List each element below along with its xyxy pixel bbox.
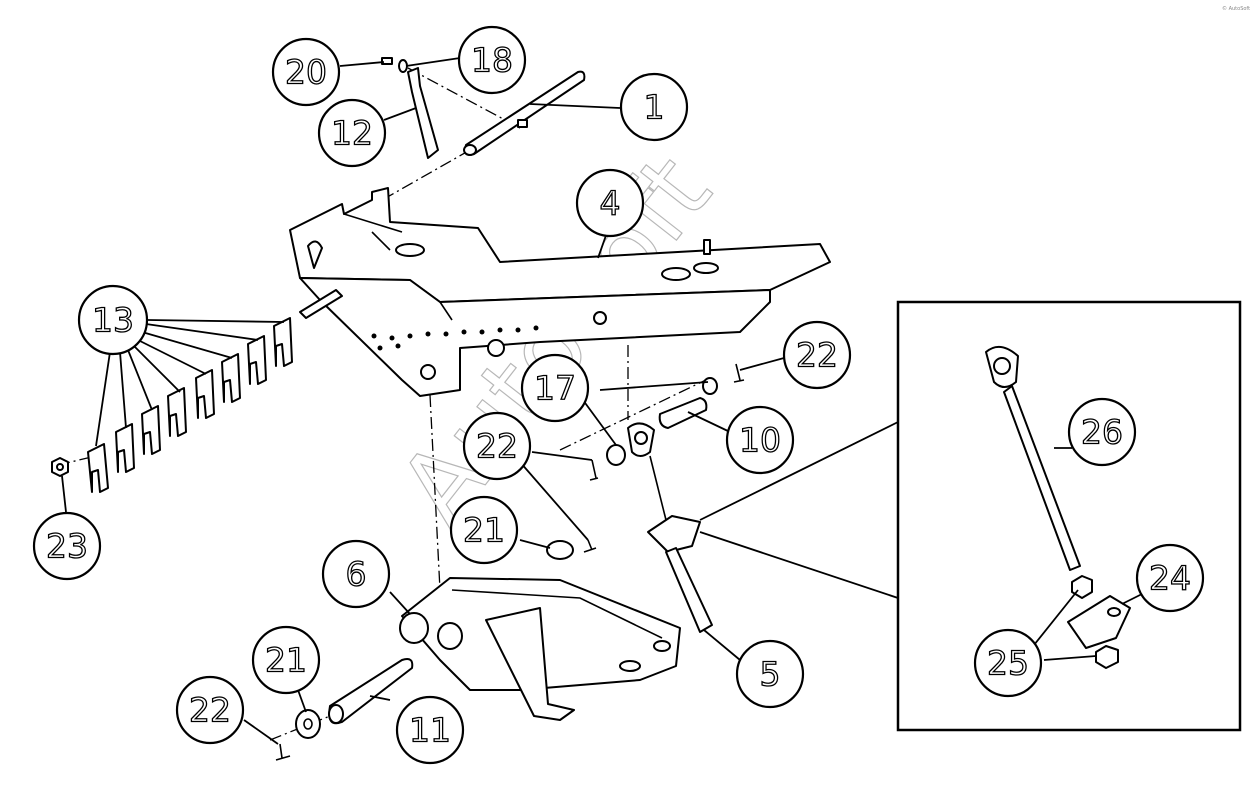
callout-10: 10	[725, 405, 795, 475]
callout-18: 18	[457, 25, 527, 95]
svg-text:18: 18	[471, 41, 513, 80]
callout-22-right: 22	[782, 320, 852, 390]
svg-text:21: 21	[463, 511, 505, 550]
callout-4: 4	[575, 168, 645, 238]
part-11-pin	[328, 658, 414, 725]
callout-26: 26	[1067, 397, 1137, 467]
svg-text:24: 24	[1149, 559, 1191, 598]
svg-text:11: 11	[409, 711, 451, 750]
part-6-bracket	[399, 577, 681, 721]
callout-21-lower: 21	[251, 625, 321, 695]
svg-text:21: 21	[265, 641, 307, 680]
callout-12: 12	[317, 98, 387, 168]
svg-text:12: 12	[331, 114, 373, 153]
callout-20: 17	[520, 353, 590, 423]
callout-24: 24	[1135, 543, 1205, 613]
svg-text:20: 20	[285, 53, 327, 92]
part-20-washers	[606, 377, 718, 466]
svg-text:1: 1	[644, 88, 665, 127]
svg-text:5: 5	[760, 655, 781, 694]
corner-mark: © AutoSoft	[1222, 5, 1250, 12]
callout-23: 23	[32, 511, 102, 581]
part-5-rod	[627, 422, 713, 633]
svg-text:26: 26	[1081, 413, 1123, 452]
callout-17: 20	[271, 37, 341, 107]
svg-text:25: 25	[987, 644, 1029, 683]
svg-text:22: 22	[476, 427, 518, 466]
callout-21-middle: 21	[449, 495, 519, 565]
callout-25: 25	[973, 628, 1043, 698]
svg-text:4: 4	[600, 184, 621, 223]
part-23-nut	[51, 457, 69, 477]
callout-22-lower: 22	[175, 675, 245, 745]
svg-text:22: 22	[189, 691, 231, 730]
part-18-washer	[398, 59, 408, 73]
part-10-pin	[658, 397, 708, 429]
svg-text:6: 6	[346, 555, 367, 594]
part-1-pin	[463, 70, 586, 156]
svg-text:17: 17	[534, 369, 576, 408]
svg-text:22: 22	[796, 336, 838, 375]
svg-text:23: 23	[46, 527, 88, 566]
part-21-washers	[295, 540, 574, 739]
callout-5: 5	[735, 639, 805, 709]
leader-lines	[61, 57, 1143, 745]
svg-text:10: 10	[739, 421, 781, 460]
part-13-tines	[87, 317, 293, 493]
callout-22-middle: 22	[462, 411, 532, 481]
detail-inset	[699, 300, 1242, 732]
part-22-cotter-pins	[275, 363, 745, 761]
svg-text:13: 13	[92, 301, 134, 340]
callout-6: 6	[321, 539, 391, 609]
callout-11: 11	[395, 695, 465, 765]
part-12-handle	[407, 67, 439, 159]
callout-13: 13	[77, 284, 149, 356]
part-4-frame	[289, 187, 831, 397]
part-17-screw	[381, 57, 393, 65]
callout-1: 1	[619, 72, 689, 142]
